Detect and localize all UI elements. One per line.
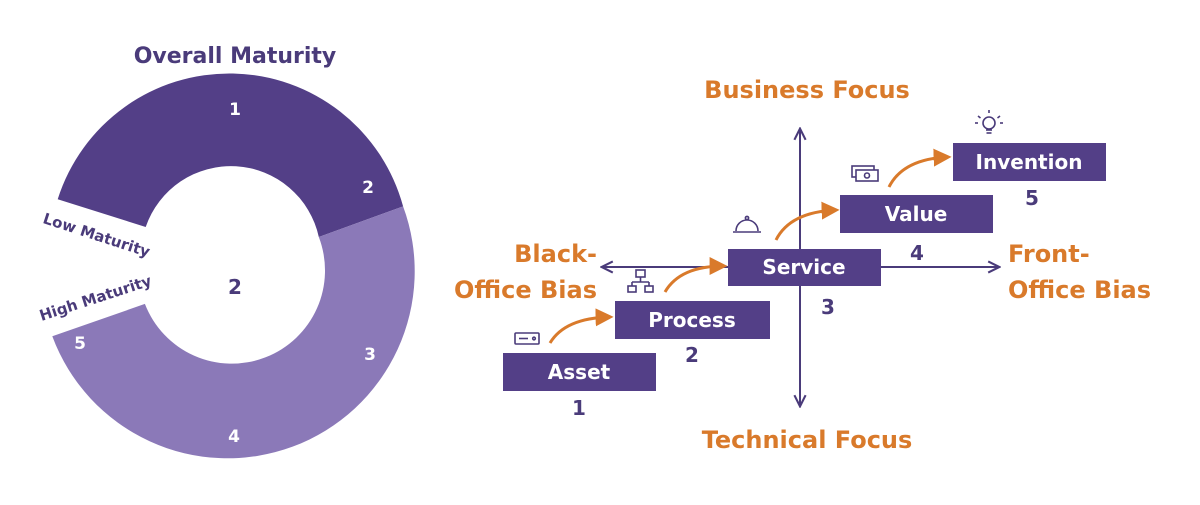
donut-segment-light — [52, 206, 415, 459]
step-service-label: Service — [762, 255, 845, 279]
arrow-service-to-value — [774, 201, 840, 241]
step-process: Process — [615, 301, 770, 339]
axis-label-top: Business Focus — [704, 76, 910, 104]
step-service-number: 3 — [821, 295, 835, 319]
server-icon — [514, 332, 540, 345]
donut-title: Overall Maturity — [134, 44, 337, 69]
step-value: Value — [840, 195, 993, 233]
step-invention-label: Invention — [976, 150, 1083, 174]
arrow-value-to-invention — [887, 148, 952, 188]
lightbulb-icon — [975, 110, 1003, 134]
step-asset-number: 1 — [572, 396, 586, 420]
banknotes-icon — [851, 165, 879, 182]
step-invention: Invention — [953, 143, 1106, 181]
step-process-number: 2 — [685, 343, 699, 367]
donut-segment-label-2: 2 — [362, 178, 374, 198]
step-invention-box — [953, 143, 1106, 181]
axis-label-bottom: Technical Focus — [702, 426, 913, 454]
step-process-label: Process — [648, 308, 736, 332]
step-process-box — [615, 301, 770, 339]
donut-center-value: 2 — [228, 275, 242, 299]
axis-label-left-line1: Black- — [514, 240, 597, 268]
arrow-process-to-service — [663, 257, 728, 293]
step-asset-box — [503, 353, 656, 391]
step-value-label: Value — [885, 202, 948, 226]
maturity-donut — [52, 73, 415, 459]
donut-segment-label-3: 3 — [364, 345, 376, 365]
axis-label-right-line2: Office Bias — [1008, 276, 1151, 304]
step-value-number: 4 — [910, 241, 924, 265]
arrow-asset-to-process — [548, 308, 614, 344]
donut-segment-label-4: 4 — [228, 427, 240, 447]
axis-label-right-line1: Front- — [1008, 240, 1090, 268]
step-service-box — [728, 249, 881, 286]
step-asset: Asset — [503, 353, 656, 391]
donut-segment-label-5: 5 — [74, 334, 86, 354]
step-value-box — [840, 195, 993, 233]
step-asset-label: Asset — [548, 360, 611, 384]
donut-segment-dark — [57, 73, 404, 237]
step-invention-number: 5 — [1025, 186, 1039, 210]
cloche-icon — [733, 215, 761, 233]
donut-segment-label-1: 1 — [229, 100, 241, 120]
axis-label-left-line2: Office Bias — [454, 276, 597, 304]
hierarchy-icon — [627, 269, 654, 293]
step-service: Service — [728, 249, 881, 286]
